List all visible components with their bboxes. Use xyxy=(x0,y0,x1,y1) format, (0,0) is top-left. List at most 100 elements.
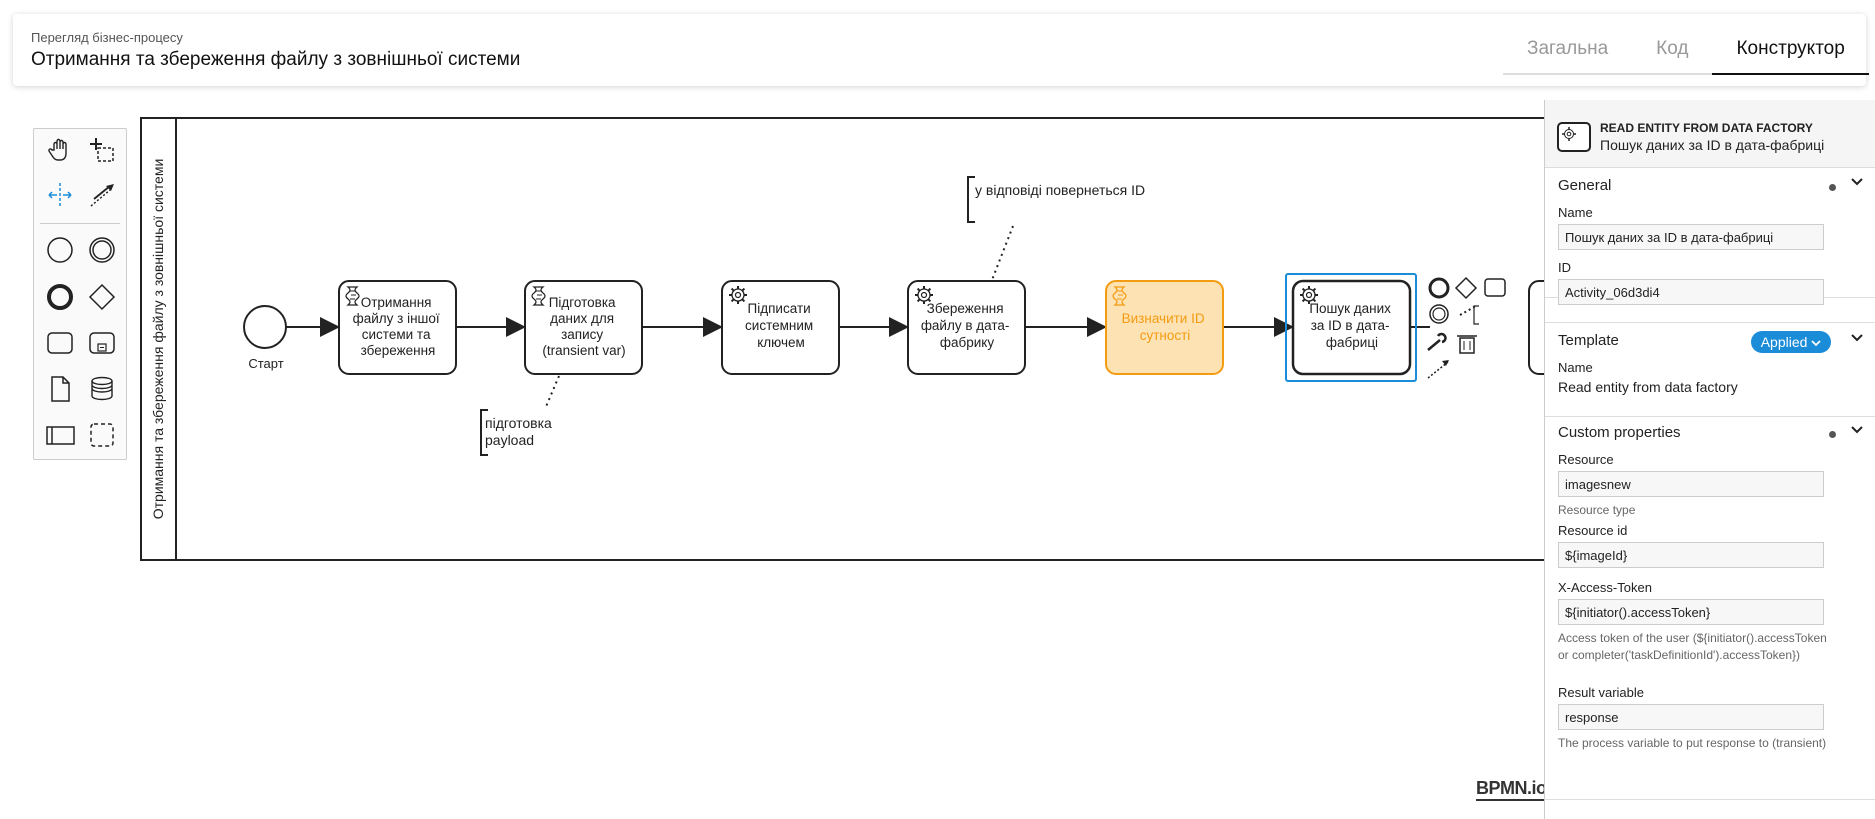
task-label-line: ключем xyxy=(757,335,805,350)
append-end-event-icon[interactable] xyxy=(1428,277,1450,299)
tab-designer[interactable]: Конструктор xyxy=(1712,14,1869,75)
template-applied-badge[interactable]: Applied xyxy=(1751,331,1831,353)
svg-text:Підготовка даних для: Підготовка даних для запису (transient v… xyxy=(542,295,625,358)
change-type-icon[interactable] xyxy=(1427,332,1447,351)
id-field[interactable]: Activity_06d3di4 xyxy=(1558,279,1824,305)
space-tool-icon[interactable] xyxy=(42,177,78,213)
id-label: ID xyxy=(1558,260,1571,275)
intermediate-event-icon[interactable] xyxy=(84,232,120,268)
diagram-canvas[interactable]: Отримання та збереження файлу з зовнішнь… xyxy=(0,100,1545,819)
data-store-icon[interactable] xyxy=(84,371,120,407)
svg-text:Визначити ID сутності: Визначити ID сутності xyxy=(1122,311,1209,343)
template-name-value: Read entity from data factory xyxy=(1558,379,1738,395)
append-intermediate-event-icon[interactable] xyxy=(1429,304,1449,324)
append-task-icon[interactable] xyxy=(1484,278,1506,297)
element-name: Пошук даних за ID в дата-фабриці xyxy=(1600,137,1825,153)
group-icon[interactable] xyxy=(84,417,120,453)
result-variable-description: The process variable to put response to … xyxy=(1558,736,1827,750)
subprocess-icon[interactable] xyxy=(84,325,120,361)
result-variable-field[interactable]: response xyxy=(1558,704,1824,730)
append-gateway-icon[interactable] xyxy=(1454,276,1478,300)
group-custom-properties: Custom properties Resource imagesnew Res… xyxy=(1545,415,1875,800)
global-connect-icon[interactable] xyxy=(84,177,120,213)
start-event-icon[interactable] xyxy=(42,232,78,268)
hand-tool-icon[interactable] xyxy=(42,132,78,168)
properties-panel: READ ENTITY FROM DATA FACTORY Пошук дани… xyxy=(1544,100,1875,819)
text-annotation-returns-id[interactable]: у відповіді повернеться ID xyxy=(967,176,1145,281)
palette-separator xyxy=(40,223,120,224)
resource-label: Resource xyxy=(1558,452,1614,467)
task-label-line: збереження xyxy=(361,343,436,358)
group-template-title[interactable]: Template xyxy=(1558,332,1619,349)
task-label-line: Збереження xyxy=(927,301,1004,316)
task-script-entity-id[interactable]: Визначити ID сутності xyxy=(1105,280,1224,375)
svg-text:Пошук даних за ID в дата: Пошук даних за ID в дата- фабриці xyxy=(1309,301,1394,350)
name-field[interactable]: Пошук даних за ID в дата-фабриці xyxy=(1558,224,1824,250)
chevron-down-icon[interactable] xyxy=(1850,423,1864,440)
task-label-line: запису xyxy=(561,327,603,342)
task-label-line: системним xyxy=(745,318,813,333)
group-custom-title[interactable]: Custom properties xyxy=(1558,424,1681,441)
group-general-title[interactable]: General xyxy=(1558,177,1612,194)
connect-icon[interactable] xyxy=(1427,360,1449,379)
group-general: General Name Пошук даних за ID в дата-фа… xyxy=(1545,167,1875,305)
annotation-text: підготовка xyxy=(485,415,552,431)
panel-header: READ ENTITY FROM DATA FACTORY Пошук дани… xyxy=(1545,100,1875,168)
task-service-sign[interactable]: Підписати системним ключем xyxy=(721,280,840,375)
tab-general[interactable]: Загальна xyxy=(1503,14,1633,75)
page-subtitle: Перегляд бізнес-процесу xyxy=(31,30,183,45)
task-script-get-file[interactable]: Отримання файлу з іншої системи та збере… xyxy=(338,280,457,375)
task-label-line: файлу з іншої xyxy=(353,311,440,326)
element-type: READ ENTITY FROM DATA FACTORY xyxy=(1600,121,1813,135)
lasso-tool-icon[interactable] xyxy=(84,132,120,168)
resource-id-field[interactable]: ${imageId} xyxy=(1558,542,1824,568)
task-next[interactable] xyxy=(1528,280,1545,375)
token-label: X-Access-Token xyxy=(1558,580,1652,595)
page-title: Отримання та збереження файлу з зовнішнь… xyxy=(31,49,521,70)
task-label-line: за ID в дата- xyxy=(1311,318,1390,333)
task-label-line: сутності xyxy=(1140,328,1191,343)
name-label: Name xyxy=(1558,205,1593,220)
resource-id-label: Resource id xyxy=(1558,523,1628,538)
append-text-annotation-icon[interactable] xyxy=(1473,305,1479,325)
task-label-line: (transient var) xyxy=(542,343,625,358)
tab-code[interactable]: Код xyxy=(1632,14,1713,75)
pool[interactable] xyxy=(140,117,1545,561)
badge-label: Applied xyxy=(1760,334,1808,350)
task-label-line: Підготовка xyxy=(549,295,616,310)
end-event-icon[interactable] xyxy=(42,279,78,315)
task-service-save-file[interactable]: Збереження файлу в дата- фабрику xyxy=(907,280,1026,375)
task-service-find-data[interactable]: Пошук даних за ID в дата- фабриці xyxy=(1285,273,1417,382)
start-event[interactable] xyxy=(243,305,287,349)
pool-icon[interactable] xyxy=(42,417,78,453)
task-label-line: Пошук даних xyxy=(1309,301,1391,316)
start-event-label: Старт xyxy=(248,356,283,371)
annotation-text: payload xyxy=(485,432,534,448)
template-name-label: Name xyxy=(1558,360,1593,375)
task-label-line: Підписати xyxy=(748,301,811,316)
svg-text:Підписати системним: Підписати системним ключем xyxy=(745,301,817,350)
bpmn-io-logo[interactable]: BPMN.io xyxy=(1476,778,1547,801)
text-annotation-payload[interactable]: підготовка payload xyxy=(480,375,560,456)
resource-description: Resource type xyxy=(1558,503,1636,517)
svg-text:Збереження файлу в дата-: Збереження файлу в дата- фабрику xyxy=(921,301,1013,350)
task-label-line: системи та xyxy=(362,327,431,342)
group-template: Template Applied Name Read entity from d… xyxy=(1545,322,1875,417)
delete-icon[interactable] xyxy=(1457,335,1477,354)
token-field[interactable]: ${initiator().accessToken} xyxy=(1558,599,1824,625)
data-object-icon[interactable] xyxy=(42,371,78,407)
gateway-icon[interactable] xyxy=(84,279,120,315)
task-label-line: даних для xyxy=(550,311,614,326)
resource-field[interactable]: imagesnew xyxy=(1558,471,1824,497)
task-label-line: файлу в дата- xyxy=(921,318,1010,333)
task-script-prepare-data[interactable]: Підготовка даних для запису (transient v… xyxy=(524,280,643,375)
task-label-line: фабрику xyxy=(940,335,994,350)
annotation-text: у відповіді повернеться ID xyxy=(975,182,1145,198)
chevron-down-icon[interactable] xyxy=(1850,175,1864,192)
token-description: Access token of the user (${initiator().… xyxy=(1558,631,1827,662)
svg-text:підготовка payload: підготовка payload xyxy=(485,415,556,448)
task-icon[interactable] xyxy=(42,325,78,361)
service-task-icon xyxy=(1557,122,1591,152)
chevron-down-icon[interactable] xyxy=(1850,331,1864,348)
tab-bar: Загальна Код Конструктор xyxy=(1503,14,1869,86)
